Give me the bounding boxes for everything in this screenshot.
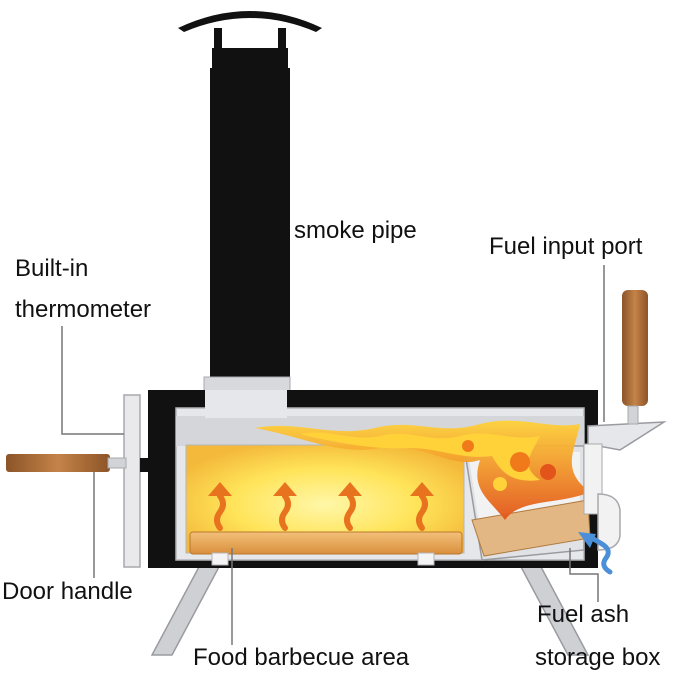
label-food-area: Food barbecue area (193, 644, 410, 671)
door-plate (123, 394, 150, 568)
chimney-cap (178, 11, 322, 48)
fire (255, 420, 590, 520)
callout-lines (61, 265, 605, 645)
smoke-pipe (203, 48, 291, 392)
stove-legs (150, 564, 590, 656)
label-thermometer-line2: thermometer (15, 296, 152, 323)
label-smoke-pipe: smoke pipe (294, 217, 417, 244)
label-thermometer-line1: Built-in (15, 255, 89, 282)
fuel-port-handle[interactable] (622, 290, 648, 425)
cooking-chamber (185, 444, 465, 566)
ash-arrow (578, 532, 613, 575)
door-handle[interactable] (6, 454, 127, 472)
label-fuel-input-port: Fuel input port (489, 233, 643, 260)
label-fuel-ash-line1: Fuel ash (537, 601, 630, 628)
label-fuel-ash-line2: storage box (535, 644, 661, 671)
heat-arrows (208, 482, 434, 531)
label-door-handle: Door handle (2, 578, 133, 605)
